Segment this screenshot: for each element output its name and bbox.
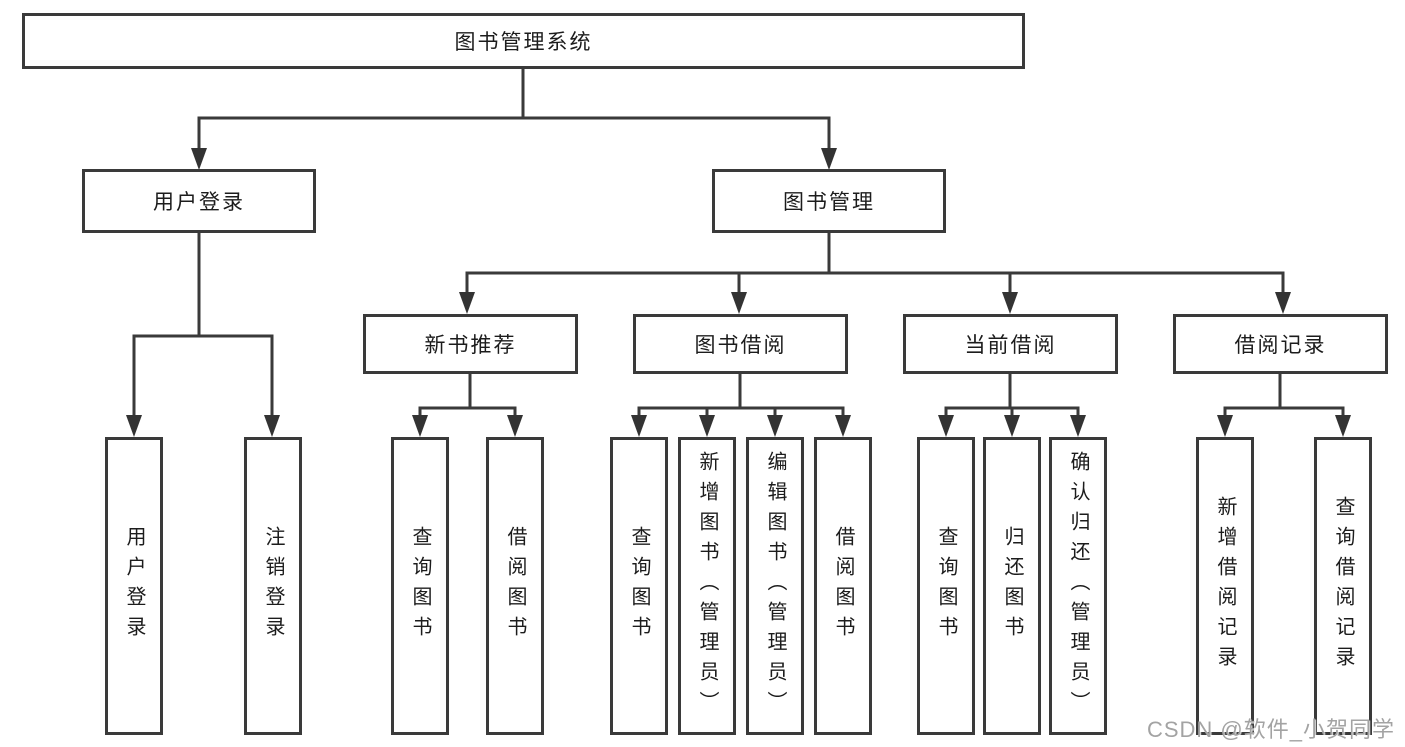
wire-new-books-children bbox=[418, 372, 517, 418]
wire-current-borrow-children bbox=[944, 372, 1080, 418]
arrowhead bbox=[1275, 292, 1291, 314]
node-borrow-records: 借阅记录 bbox=[1173, 314, 1388, 374]
wire-book-mgmt-children bbox=[465, 231, 1285, 295]
node-root-system: 图书管理系统 bbox=[22, 13, 1025, 69]
arrowhead bbox=[938, 415, 954, 437]
arrowhead bbox=[191, 148, 207, 170]
arrowhead bbox=[699, 415, 715, 437]
arrowhead bbox=[1004, 415, 1020, 437]
leaf-nb-borrow-books: 借阅图书 bbox=[486, 437, 544, 735]
node-current-borrow: 当前借阅 bbox=[903, 314, 1118, 374]
node-book-borrow: 图书借阅 bbox=[633, 314, 848, 374]
leaf-bb-add-books-admin: 新增图书（管理员） bbox=[678, 437, 736, 735]
leaf-nb-query-books: 查询图书 bbox=[391, 437, 449, 735]
leaf-bb-edit-books-admin: 编辑图书（管理员） bbox=[746, 437, 804, 735]
wire-user-login-children bbox=[132, 231, 274, 418]
node-user-login: 用户登录 bbox=[82, 169, 316, 233]
arrowhead bbox=[767, 415, 783, 437]
arrowhead bbox=[459, 292, 475, 314]
leaf-bb-borrow-books: 借阅图书 bbox=[814, 437, 872, 735]
arrowhead bbox=[631, 415, 647, 437]
arrowhead bbox=[1070, 415, 1086, 437]
arrowhead bbox=[835, 415, 851, 437]
leaf-br-add-record: 新增借阅记录 bbox=[1196, 437, 1254, 735]
leaf-user-login: 用户登录 bbox=[105, 437, 163, 735]
arrowhead bbox=[1335, 415, 1351, 437]
arrowhead bbox=[507, 415, 523, 437]
csdn-watermark: CSDN @软件_小贺同学 bbox=[1146, 717, 1395, 742]
leaf-cb-query-books: 查询图书 bbox=[917, 437, 975, 735]
arrowhead bbox=[731, 292, 747, 314]
wire-root-to-level2 bbox=[197, 67, 831, 151]
leaf-bb-query-books: 查询图书 bbox=[610, 437, 668, 735]
arrowhead bbox=[126, 415, 142, 437]
arrowhead bbox=[264, 415, 280, 437]
arrowhead bbox=[1002, 292, 1018, 314]
leaf-cb-return-books: 归还图书 bbox=[983, 437, 1041, 735]
leaf-logout: 注销登录 bbox=[244, 437, 302, 735]
leaf-br-query-record: 查询借阅记录 bbox=[1314, 437, 1372, 735]
arrowhead bbox=[1217, 415, 1233, 437]
node-book-management: 图书管理 bbox=[712, 169, 946, 233]
arrowhead bbox=[412, 415, 428, 437]
arrowheads bbox=[126, 148, 1351, 437]
wire-borrow-records-children bbox=[1223, 372, 1345, 418]
arrowhead bbox=[821, 148, 837, 170]
leaf-cb-confirm-return-admin: 确认归还（管理员） bbox=[1049, 437, 1107, 735]
wire-book-borrow-children bbox=[637, 372, 845, 418]
node-new-book-recommend: 新书推荐 bbox=[363, 314, 578, 374]
